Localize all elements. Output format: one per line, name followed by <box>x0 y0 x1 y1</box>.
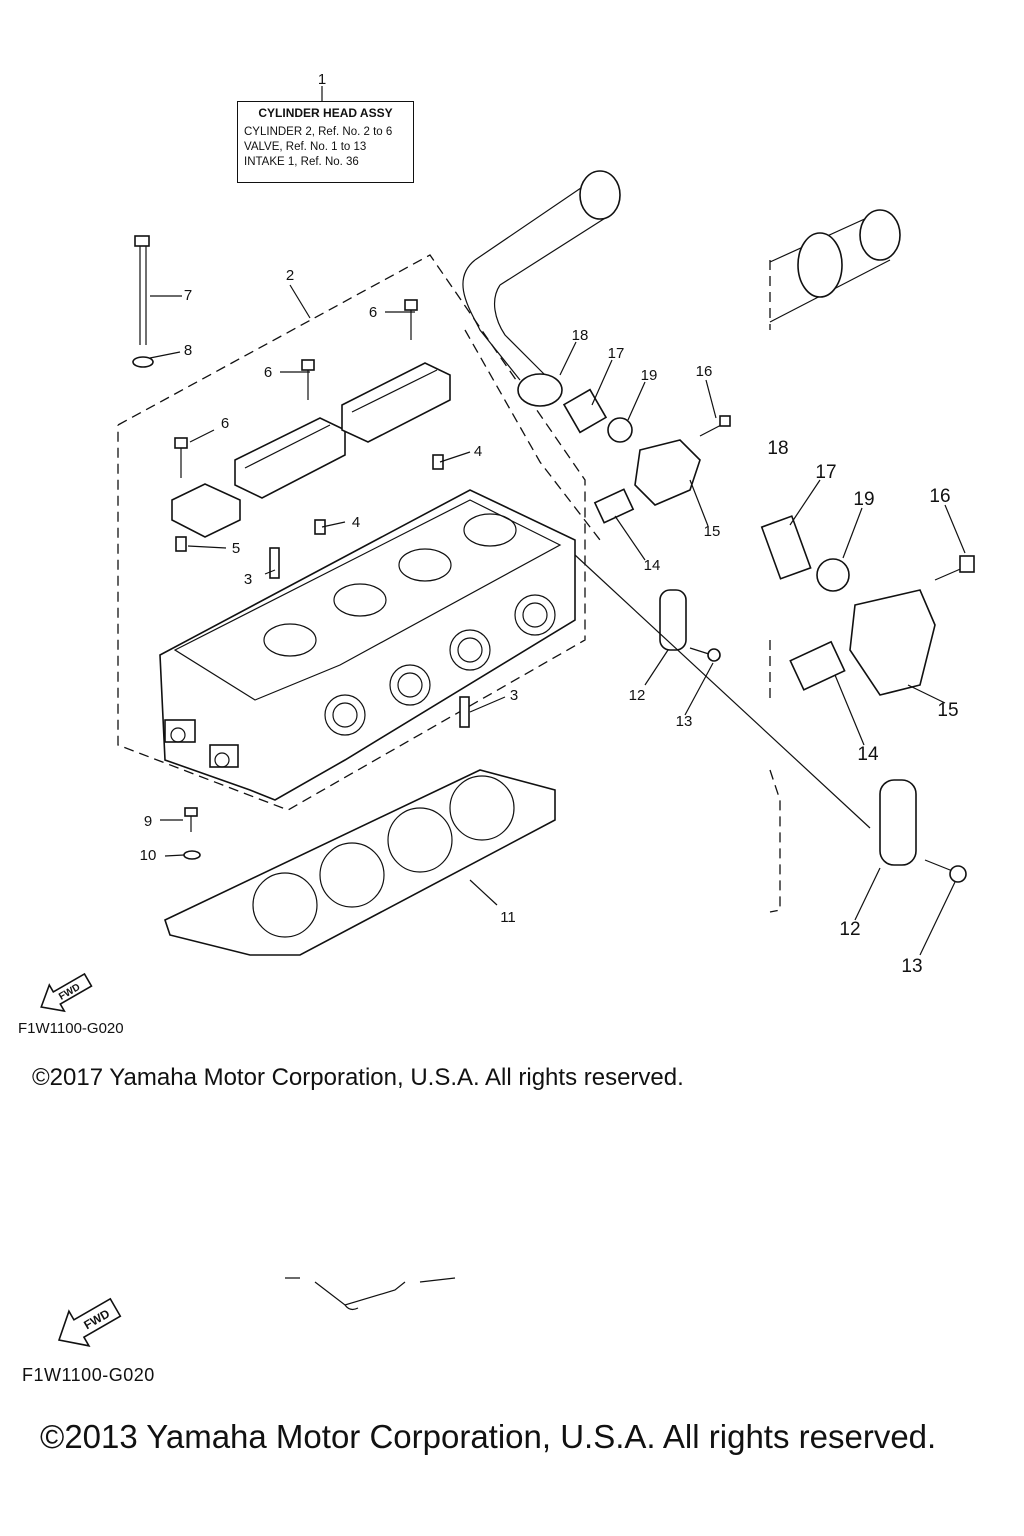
screw-13 <box>689 647 721 662</box>
callout-19-enlarged: 19 <box>853 489 874 510</box>
zoom-region-edge-3 <box>769 769 781 913</box>
callout-4b: 4 <box>352 514 360 531</box>
bolt-6b <box>301 359 315 400</box>
screw-13-enlarged <box>924 859 967 883</box>
svg-text:FWD: FWD <box>57 982 82 1003</box>
label-title: CYLINDER HEAD ASSY <box>258 106 393 120</box>
callout-13: 13 <box>676 713 693 730</box>
bracket-12-enlarged <box>879 779 917 866</box>
bolt-6c <box>404 299 418 340</box>
callout-9: 9 <box>144 813 152 830</box>
fwd-arrow-icon-bottom: FWD <box>57 1297 122 1347</box>
camshaft-cap-1 <box>171 483 241 538</box>
callout-14: 14 <box>644 557 661 574</box>
thermostat-14-enlarged <box>789 640 846 691</box>
hose-18-enlarged <box>769 209 901 323</box>
gasket-fragment-2 <box>419 1277 456 1283</box>
bolt-6a <box>174 437 188 478</box>
callout-16-enlarged: 16 <box>929 486 950 507</box>
callout-6b: 6 <box>264 364 272 381</box>
label-line-cylinder: CYLINDER 2, Ref. No. 2 to 6 <box>244 126 393 138</box>
housing-15 <box>634 439 701 506</box>
callout-5: 5 <box>232 540 240 557</box>
copyright-top: ©2017 Yamaha Motor Corporation, U.S.A. A… <box>32 1064 684 1091</box>
dowel-4b <box>432 454 444 470</box>
clamp-19-enlarged <box>816 558 850 592</box>
callout-3a: 3 <box>244 571 252 588</box>
callout-17: 17 <box>608 345 625 362</box>
label-line-intake: INTAKE 1, Ref. No. 36 <box>244 156 359 168</box>
pipe-17 <box>562 388 608 434</box>
hose-group-outline <box>464 329 601 541</box>
callout-12: 12 <box>629 687 646 704</box>
washer-10 <box>183 850 201 860</box>
callout-15-enlarged: 15 <box>937 700 958 721</box>
assembly-outline <box>117 254 586 811</box>
hose-18 <box>462 170 621 407</box>
valve-guide-3b <box>459 696 470 728</box>
head-gasket-11 <box>164 769 556 956</box>
callout-15: 15 <box>704 523 721 540</box>
bolt-16-enlarged <box>934 555 975 581</box>
callout-18-enlarged: 18 <box>767 438 788 459</box>
callout-10: 10 <box>140 847 157 864</box>
camshaft-cap-3 <box>341 362 451 443</box>
housing-15-enlarged <box>849 589 936 696</box>
callout-17-enlarged: 17 <box>815 462 836 483</box>
dowel-5 <box>175 536 187 552</box>
diagram-code-bottom: F1W1100-G020 <box>22 1365 155 1385</box>
fwd-arrow-icon: FWD <box>40 972 93 1013</box>
callout-4a: 4 <box>474 443 482 460</box>
callout-11: 11 <box>500 909 516 926</box>
bolt-16 <box>699 415 731 437</box>
label-line-valve: VALVE, Ref. No. 1 to 13 <box>244 141 367 153</box>
bolt-9 <box>184 807 198 832</box>
clamp-19 <box>607 417 633 443</box>
diagram-code-top: F1W1100-G020 <box>18 1020 124 1037</box>
bolt-7 <box>134 235 150 345</box>
callout-2: 2 <box>286 267 294 284</box>
callout-16: 16 <box>696 363 713 380</box>
callout-6c: 6 <box>369 304 377 321</box>
thermostat-14 <box>593 488 635 524</box>
washer-8 <box>132 356 154 368</box>
valve-guide-3a <box>269 547 280 579</box>
callout-18: 18 <box>572 327 589 344</box>
pipe-17-enlarged <box>760 515 812 580</box>
callout-19: 19 <box>641 367 658 384</box>
callout-12-enlarged: 12 <box>839 919 860 940</box>
camshaft-cap-2 <box>234 417 346 499</box>
callout-6a: 6 <box>221 415 229 432</box>
callout-numbers: 1 2 3 3 4 4 5 6 6 6 7 8 9 10 11 12 13 14… <box>140 71 959 977</box>
dowel-4a <box>314 519 326 535</box>
callout-1: 1 <box>318 71 326 88</box>
cylinder-head-body <box>159 489 576 801</box>
cylinder-head-assy-label: CYLINDER HEAD ASSY CYLINDER 2, Ref. No. … <box>237 101 414 183</box>
gasket-fragment <box>285 1277 406 1311</box>
leader-lines <box>149 86 966 956</box>
callout-14-enlarged: 14 <box>857 744 879 765</box>
callout-8: 8 <box>184 342 192 359</box>
callout-13-enlarged: 13 <box>901 956 922 977</box>
copyright-bottom: ©2013 Yamaha Motor Corporation, U.S.A. A… <box>40 1418 937 1455</box>
bracket-12 <box>659 589 687 651</box>
callout-7: 7 <box>184 287 192 304</box>
callout-3b: 3 <box>510 687 518 704</box>
